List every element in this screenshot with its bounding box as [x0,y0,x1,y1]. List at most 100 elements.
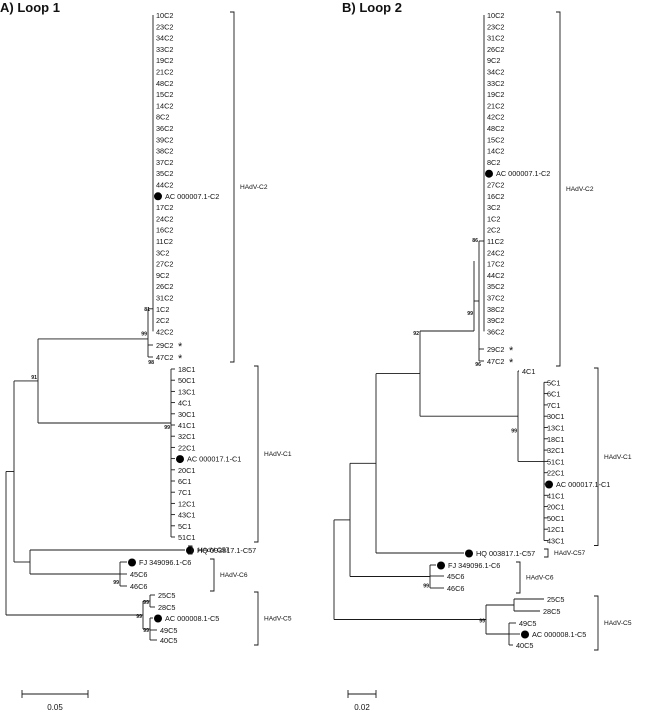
leaf-label: 6C1 [178,477,191,486]
leaf-label: 2C2 [487,226,500,235]
leaf-label: 38C2 [156,147,173,156]
clade-label: HAdV-C57 [554,550,585,557]
leaf-label: 15C2 [156,90,173,99]
leaf-label: 14C2 [156,101,173,110]
leaf-label: 18C1 [547,435,564,444]
scale-bar-label: 0.05 [47,703,63,712]
leaf-label: 1C2 [156,305,169,314]
leaf-label: 26C2 [487,45,504,54]
bootstrap-value: 99 [423,584,429,590]
clade-label: HAdV-C6 [220,572,248,579]
tree-panel-b: B) Loop 210C223C231C226C29C234C233C219C2… [333,0,632,712]
leaf-label: 12C1 [178,499,195,508]
scale-bar: 0.02 [347,690,377,712]
leaf-label: 47C2 [487,357,504,366]
leaf-label: 49C5 [519,619,536,628]
leaf-label: 40C5 [516,641,533,650]
leaf-label: 40C5 [160,636,177,645]
leaf-label: 34C2 [487,68,504,77]
leaf-label: 37C2 [156,158,173,167]
leaf-label: 30C1 [178,410,195,419]
leaf-label: 8C2 [156,113,169,122]
leaf-label: 4C1 [178,399,191,408]
leaf-label: 49C5 [160,626,177,635]
reference-strain-marker [154,614,162,623]
leaf-label: 22C1 [178,443,195,452]
reference-strain-marker [521,630,529,639]
clade-bracket [210,558,215,592]
leaf-label: 26C2 [156,282,173,291]
reference-strain-marker [186,546,194,555]
leaf-label: 7C1 [178,488,191,497]
highlight-star: * [509,357,514,369]
leaf-label: 29C2 [156,341,173,350]
bootstrap-value: 99 [467,311,473,317]
leaf-label: 39C2 [156,135,173,144]
highlight-star: * [178,341,183,353]
leaf-label: 22C1 [547,469,564,478]
reference-strain-marker [128,558,136,567]
clade-label: HAdV-C1 [264,451,292,458]
bootstrap-value: 99 [511,429,517,435]
leaf-label: 29C2 [487,345,504,354]
reference-strain-marker [154,192,162,201]
panel-title: B) Loop 2 [342,0,402,15]
leaf-label: 3C2 [487,203,500,212]
leaf-label: 7C1 [547,401,560,410]
bootstrap-value: 96 [475,362,481,368]
leaf-label: 2C2 [156,316,169,325]
panel-title: A) Loop 1 [0,0,60,15]
clade-label: HAdV-C5 [604,620,632,627]
leaf-label: 32C1 [547,446,564,455]
leaf-label: 42C2 [487,113,504,122]
reference-strain-marker [437,561,445,570]
leaf-label: AC 000008.1-C5 [165,614,219,623]
bootstrap-value: 98 [148,360,154,366]
bootstrap-value: 99 [141,331,147,337]
clade-bracket [188,545,193,555]
leaf-label: 28C5 [158,603,175,612]
leaf-label: HQ 003817.1-C57 [197,546,256,555]
leaf-label: AC 000007.1-C2 [496,169,550,178]
leaf-label: 11C2 [487,237,504,246]
leaf-label: 31C2 [156,294,173,303]
leaf-label: 25C5 [158,591,175,600]
highlight-star: * [509,345,514,357]
leaf-label: 21C2 [487,101,504,110]
bootstrap-value: 86 [472,238,478,244]
clade-bracket [556,11,561,367]
leaf-label: 50C1 [547,514,564,523]
leaf-label: 5C1 [178,522,191,531]
leaf-label: 46C6 [130,582,147,591]
reference-strain-marker [485,169,493,178]
reference-strain-marker [176,455,184,464]
clade-label: HAdV-C2 [240,184,268,191]
leaf-label: 14C2 [487,147,504,156]
leaf-label: 36C2 [156,124,173,133]
leaf-label: HQ 003817.1-C57 [476,549,535,558]
leaf-label: 20C1 [547,503,564,512]
reference-strain-marker [545,480,553,489]
leaf-label: 37C2 [487,294,504,303]
leaf-label: 16C2 [487,192,504,201]
bootstrap-value: 99 [479,619,485,625]
leaf-label: 47C2 [156,353,173,362]
leaf-label: AC 000007.1-C2 [165,192,219,201]
leaf-label: 39C2 [487,316,504,325]
leaf-label: 21C2 [156,68,173,77]
leaf-label: 41C1 [547,491,564,500]
leaf-label: 27C2 [156,260,173,269]
leaf-label: FJ 349096.1-C6 [139,558,191,567]
clade-label: HAdV-C6 [526,575,554,582]
leaf-label: 46C6 [447,584,464,593]
leaf-label: 24C2 [156,214,173,223]
leaf-label: 23C2 [156,22,173,31]
leaf-label: 13C1 [547,424,564,433]
clade-bracket [516,561,521,594]
leaf-label: 44C2 [156,181,173,190]
tree-panel-a: A) Loop 110C223C234C233C219C221C248C215C… [0,0,292,712]
leaf-label: 17C2 [156,203,173,212]
leaf-label: 33C2 [156,45,173,54]
clade-label: HAdV-C57 [198,547,229,554]
